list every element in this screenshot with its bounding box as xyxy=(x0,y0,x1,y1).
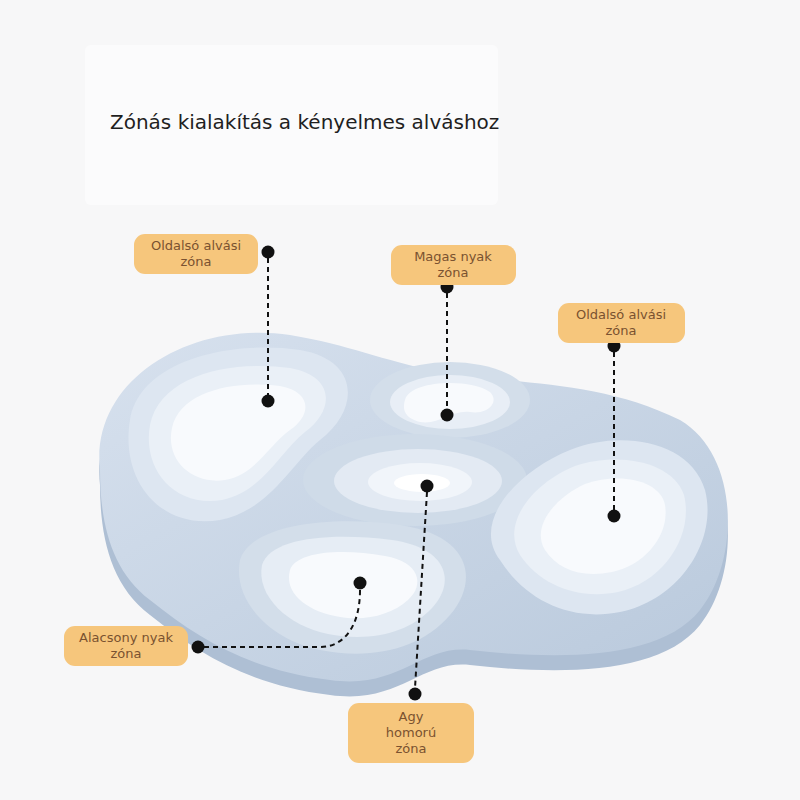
zone-label: Oldalsó alvási zóna xyxy=(134,234,258,275)
zone-label-text: Alacsony nyak zóna xyxy=(76,630,176,663)
zone-label-text: Oldalsó alvási zóna xyxy=(146,238,246,271)
zone-label-text: Oldalsó alvási zóna xyxy=(571,307,671,340)
high-neck-zone xyxy=(370,362,530,438)
leader-line xyxy=(613,352,615,510)
title: Zónás kialakítás a kényelmes alváshoz xyxy=(110,110,499,134)
zone-label-text: Magas nyak zóna xyxy=(403,249,503,282)
leader-lines xyxy=(204,258,614,688)
zone-label-text: Agy homorú zóna xyxy=(382,709,440,758)
zone-label: Oldalsó alvási zóna xyxy=(558,303,685,344)
right-side-zone xyxy=(491,440,708,614)
zone-label: Alacsony nyak zóna xyxy=(64,626,188,667)
pillow-top xyxy=(99,333,728,682)
leader-line xyxy=(415,492,427,688)
leader-line xyxy=(204,590,360,647)
leader-line xyxy=(267,258,269,395)
leader-line xyxy=(446,293,448,409)
zone-label: Agy homorú zóna xyxy=(348,703,474,763)
leader-dots xyxy=(192,246,621,701)
zone-label: Magas nyak zóna xyxy=(391,245,516,286)
head-concave-zone xyxy=(303,434,527,526)
low-neck-zone xyxy=(239,521,466,653)
